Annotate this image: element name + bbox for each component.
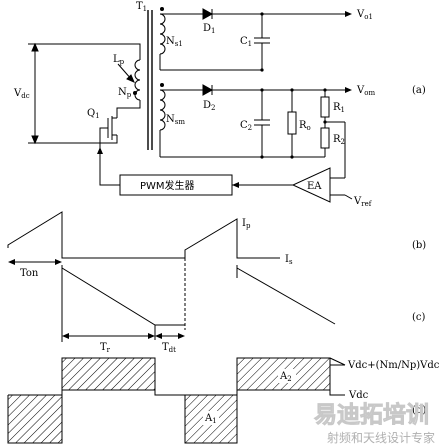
ton-arrow-right-icon	[55, 259, 62, 265]
junction-icon	[260, 12, 264, 16]
label-vo1: Vo1	[356, 9, 373, 21]
junction-icon	[290, 88, 294, 92]
pwm-feed-arrow-icon	[232, 182, 239, 188]
label-nsm: Nsm	[166, 114, 185, 126]
junction-icon	[323, 88, 327, 92]
gate-arrow-icon	[97, 147, 103, 154]
circuit-schematic	[28, 8, 353, 203]
label-bg-a2	[278, 369, 296, 383]
label-c1: C1	[240, 36, 252, 48]
label-vdc: Vdc	[13, 88, 30, 100]
tdt-arrow-left-icon	[155, 333, 162, 339]
label-lp: Lp	[113, 54, 125, 66]
label-ns1: Ns1	[166, 36, 183, 48]
label-np: Np	[118, 87, 132, 99]
label-is: Is	[285, 254, 293, 266]
panel-label-a: (a)	[412, 85, 426, 96]
label-c2: C2	[240, 120, 252, 132]
ton-arrow-left-icon	[8, 259, 15, 265]
label-r2: R2	[333, 134, 345, 146]
waveform-b	[7, 211, 280, 263]
label-d2: D2	[203, 100, 216, 112]
panel-label-c: (c)	[412, 312, 426, 323]
label-vdc-level: Vdc	[348, 390, 369, 401]
label-bg-a1	[203, 411, 219, 425]
panel-label-b: (b)	[412, 240, 426, 251]
dot-sec1-icon	[160, 7, 164, 11]
label-ip: Ip	[242, 218, 251, 230]
waveform-c	[61, 258, 336, 342]
vom-arrow-icon	[345, 87, 352, 93]
junction-icon	[260, 88, 264, 92]
label-q1: Q1	[87, 108, 100, 120]
label-r1: R1	[333, 102, 345, 114]
label-top-level: Vdc+(Nm/Np)Vdc	[347, 360, 440, 371]
dot-sec2-icon	[160, 83, 164, 87]
label-tdt: Tdt	[162, 342, 176, 354]
junction-icon	[290, 155, 294, 159]
label-ton: Ton	[20, 268, 39, 279]
label-a1: A1	[204, 413, 217, 425]
label-vref: Vref	[353, 196, 373, 208]
label-ea: EA	[307, 181, 322, 192]
watermark-main: 易迪拓培训	[314, 401, 429, 428]
dot-primary-icon	[133, 91, 137, 95]
label-a2: A2	[279, 371, 292, 383]
label-ro: Ro	[299, 120, 311, 132]
label-d1: D1	[203, 23, 216, 35]
panel-label-d: (d)	[412, 405, 426, 416]
tdt-arrow-right-icon	[178, 333, 185, 339]
watermark-sub: 射频和天线设计专家	[327, 430, 435, 445]
junction-icon	[260, 155, 264, 159]
label-vom: Vom	[356, 85, 375, 97]
label-tr: Tr	[100, 342, 111, 354]
junction-icon	[260, 68, 264, 72]
vo1-arrow-icon	[345, 11, 352, 17]
pwm-generator-label: PWM发生器	[140, 179, 195, 192]
label-transformer: T1	[136, 1, 147, 13]
tr-arrow-left-icon	[62, 333, 69, 339]
tr-arrow-right-icon	[148, 333, 155, 339]
junction-icon	[323, 120, 327, 124]
